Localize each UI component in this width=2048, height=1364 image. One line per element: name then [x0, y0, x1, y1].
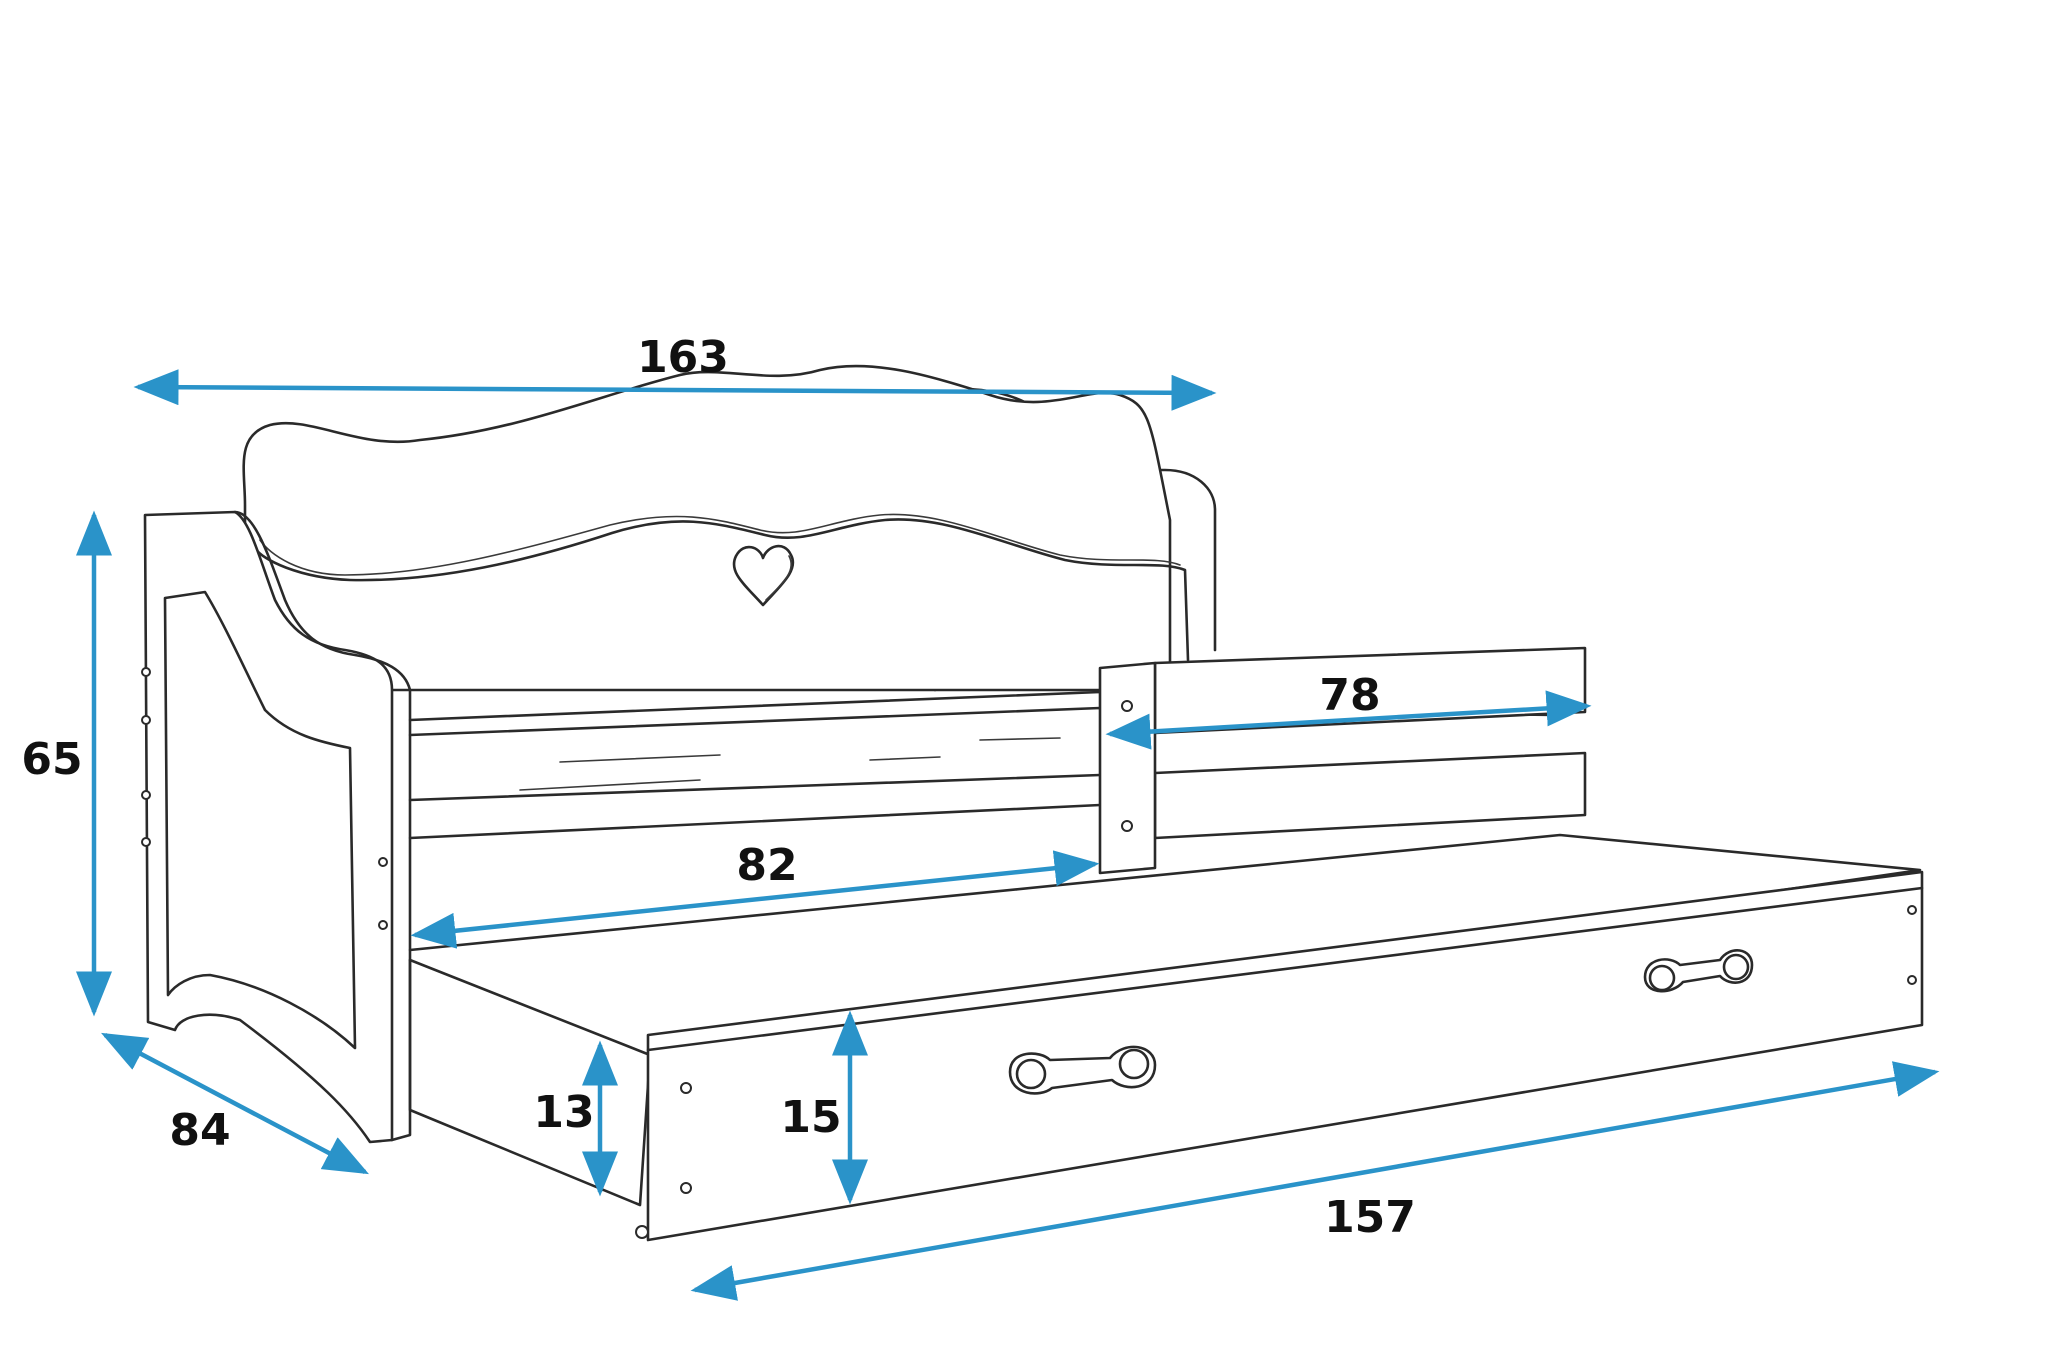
drawer-screw-2	[680, 1182, 692, 1194]
drawer-screw-4	[1907, 975, 1917, 985]
side-screw-1	[141, 667, 151, 677]
headboard-cutout-edge	[253, 518, 1190, 662]
drawer-handle-right-icon	[1643, 949, 1754, 993]
drawer-wheel	[635, 1225, 649, 1239]
headboard-cutout	[259, 513, 1181, 576]
bed-illustration	[141, 364, 1924, 1242]
drawer-side	[408, 958, 652, 1207]
label-drawer-height-outer: 15	[780, 1092, 841, 1143]
side-screw-2	[141, 715, 151, 725]
label-depth: 84	[169, 1105, 230, 1156]
dim-line-rail-length	[1105, 690, 1592, 750]
side-screw-5	[378, 857, 388, 867]
side-screw-6	[378, 920, 388, 930]
label-inner-length: 82	[736, 840, 797, 891]
side-screw-3	[141, 790, 151, 800]
near-side-panel	[143, 510, 394, 1144]
rail-screw-bottom	[1121, 820, 1133, 832]
safety-rail-post	[1098, 661, 1157, 875]
headboard	[242, 364, 1172, 692]
dim-line-width-top	[133, 369, 1217, 411]
mattress-lines	[519, 737, 1061, 791]
label-width-top: 163	[637, 332, 729, 383]
dim-line-inner-length	[410, 850, 1100, 949]
dimension-lines	[76, 369, 1940, 1301]
rail-screw-top	[1121, 700, 1133, 712]
heart-icon-shadow	[765, 555, 792, 601]
heart-icon	[732, 544, 795, 607]
dim-line-depth	[101, 1032, 369, 1175]
label-rail-length: 78	[1319, 670, 1380, 721]
drawer-screw-3	[1907, 905, 1917, 915]
dimension-labels: 163 65 84 78 82 13 15 157	[21, 332, 1416, 1243]
side-screw-4	[141, 837, 151, 847]
dim-line-drawer-length	[690, 1061, 1940, 1301]
label-drawer-height-inner: 13	[533, 1087, 594, 1138]
drawer-screw-1	[680, 1082, 692, 1094]
near-side-panel-edge	[233, 510, 412, 1142]
safety-rail-bottom	[1153, 751, 1587, 840]
drawer-top-tray	[408, 833, 1922, 1057]
label-height-side: 65	[21, 734, 82, 785]
label-drawer-length: 157	[1324, 1192, 1416, 1243]
near-side-panel-inner	[163, 590, 357, 1050]
